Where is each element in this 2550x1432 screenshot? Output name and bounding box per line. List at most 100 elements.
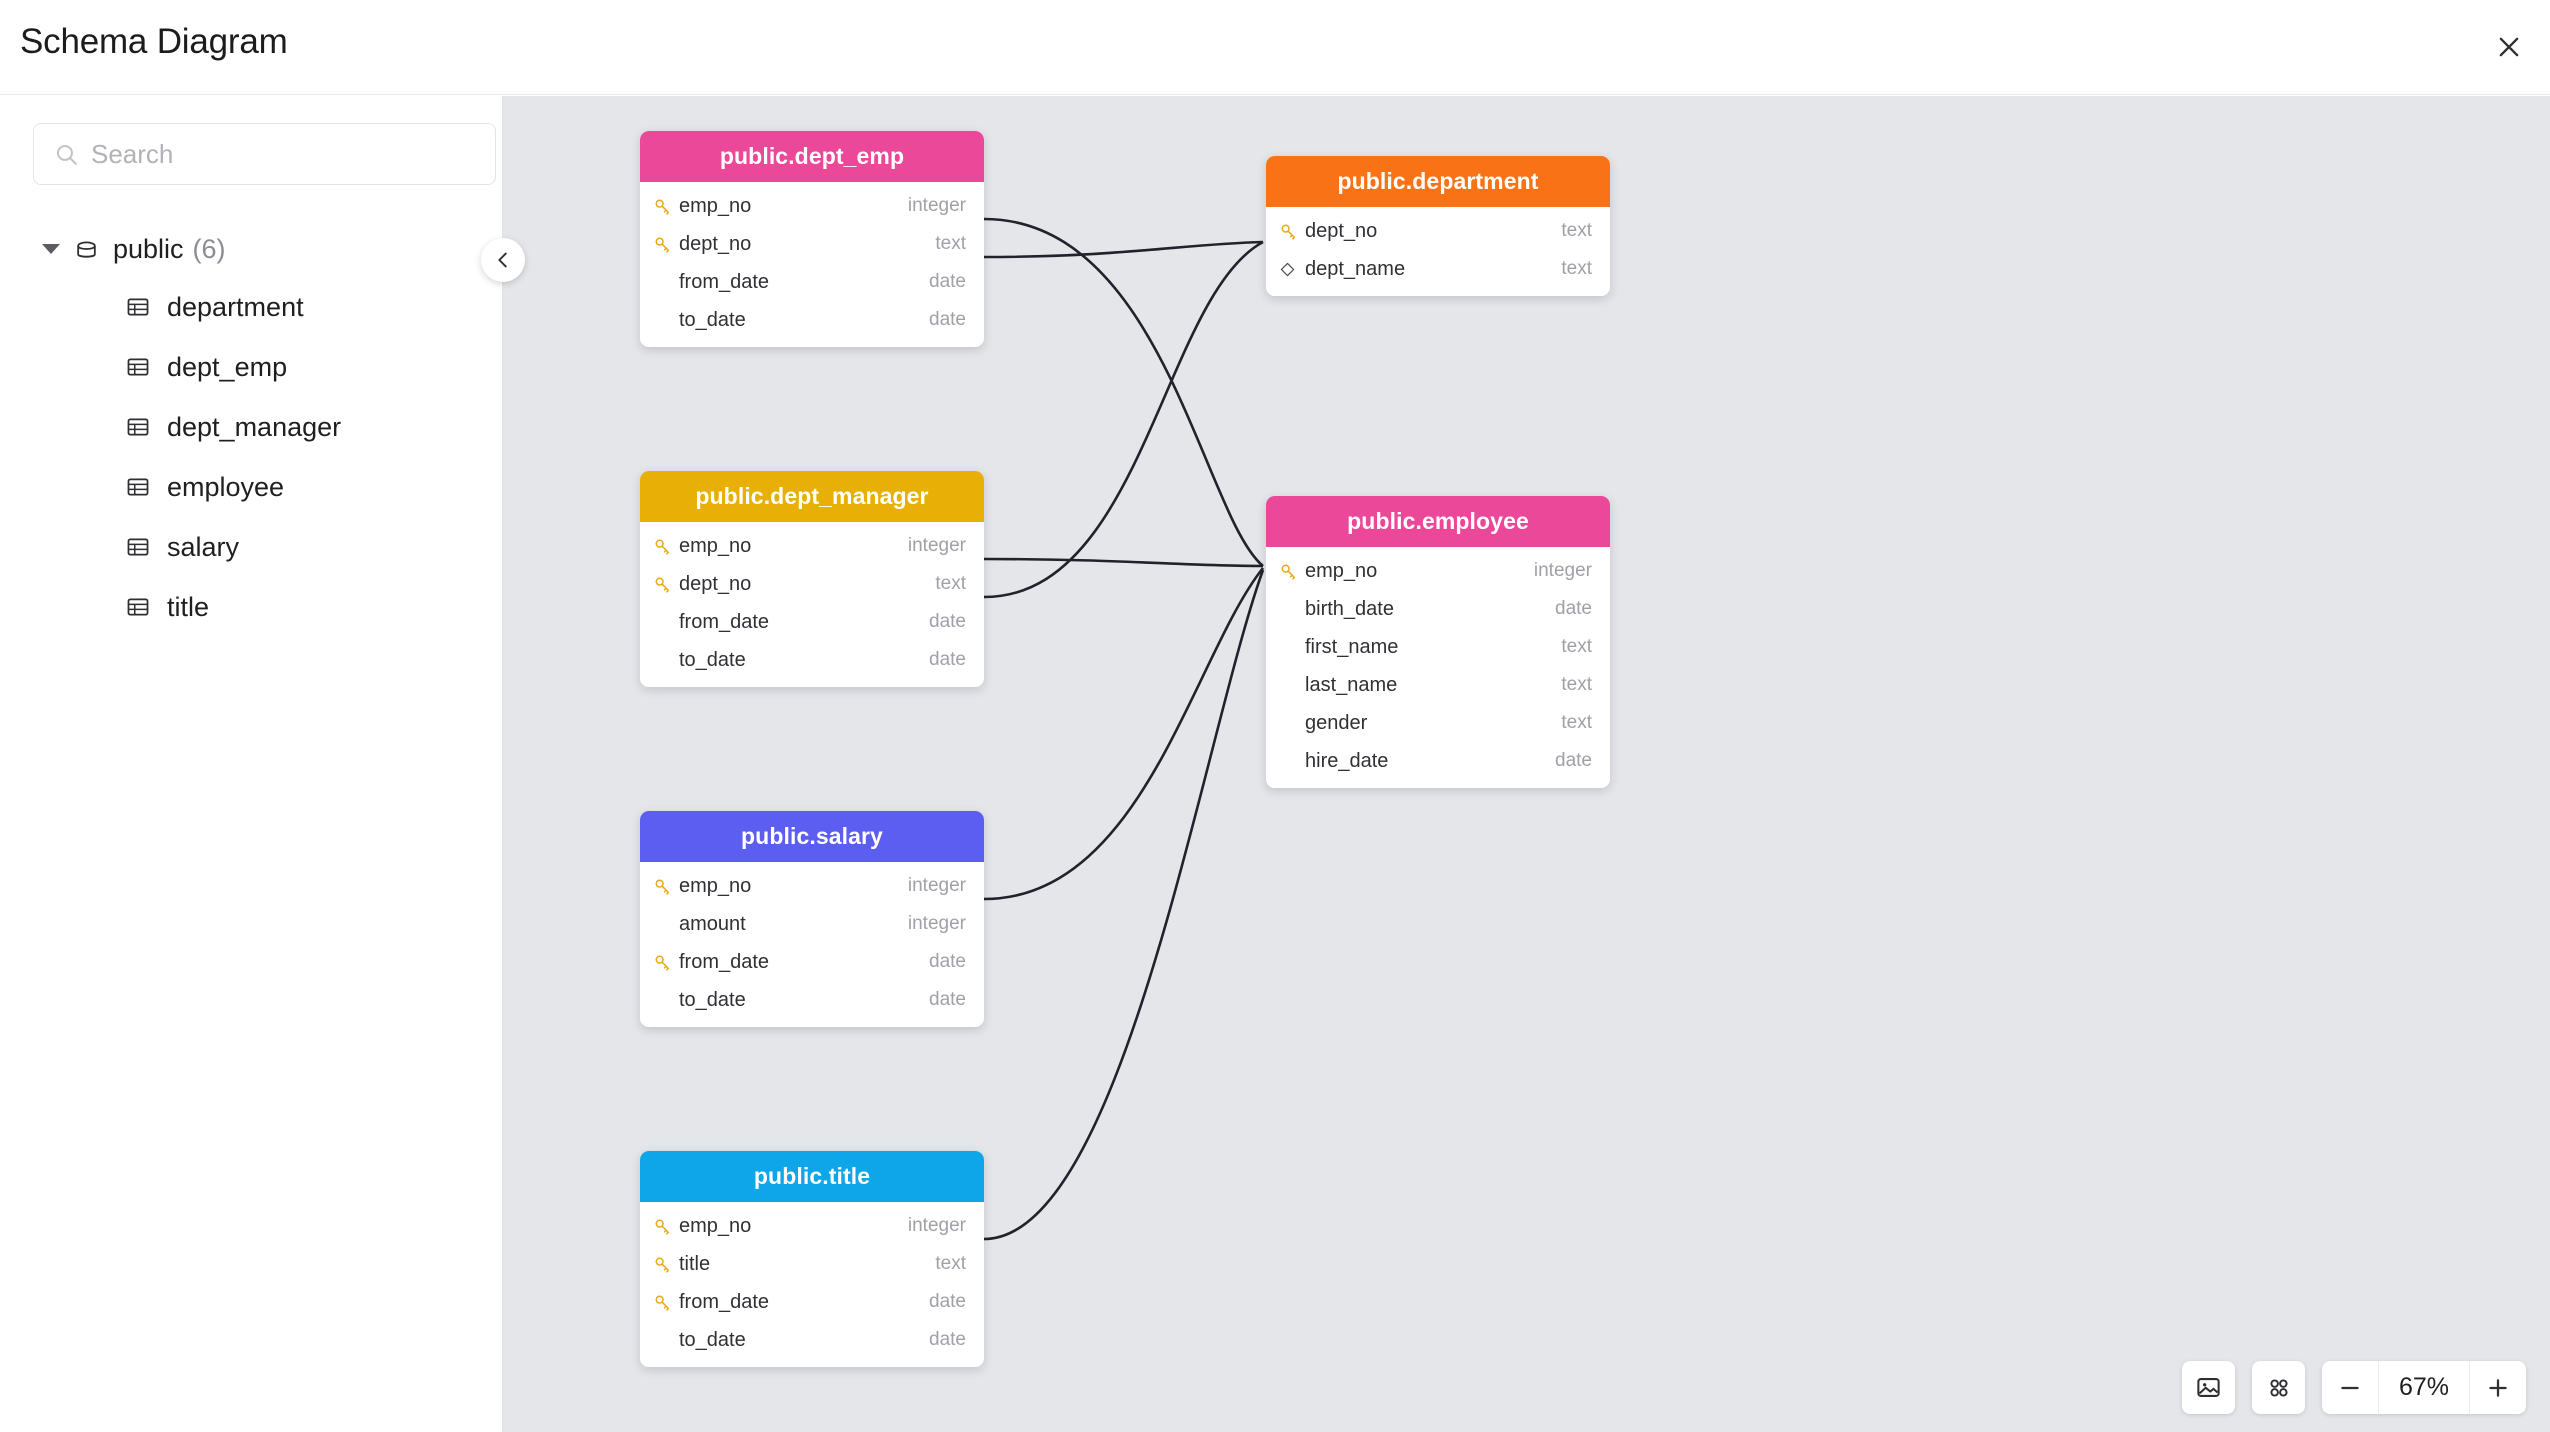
column-type: integer [907, 535, 966, 556]
column-row[interactable]: last_name text [1266, 666, 1610, 704]
column-row[interactable]: title text [640, 1245, 984, 1283]
sidebar-item-employee[interactable]: employee [0, 457, 503, 517]
zoom-out-button[interactable] [2322, 1361, 2378, 1414]
sidebar-collapse-button[interactable] [481, 238, 525, 282]
column-row[interactable]: from_date date [640, 943, 984, 981]
key-icon [653, 1217, 679, 1236]
column-row[interactable]: from_date date [640, 603, 984, 641]
column-row[interactable]: dept_name text [1266, 250, 1610, 288]
column-name: dept_no [679, 232, 752, 255]
search-field[interactable] [33, 123, 496, 185]
column-row[interactable]: dept_no text [1266, 212, 1610, 250]
schema-name: public [113, 233, 184, 264]
table-node-header[interactable]: public.employee [1266, 496, 1610, 547]
sidebar-item-label: dept_manager [167, 411, 342, 442]
column-name: emp_no [679, 534, 752, 557]
table-node-columns: emp_no integer birth_date date first_nam… [1266, 547, 1610, 788]
chevron-down-icon[interactable] [42, 244, 60, 254]
sidebar-item-dept_emp[interactable]: dept_emp [0, 337, 503, 397]
zoom-controls: 67% [2322, 1361, 2526, 1414]
column-row[interactable]: to_date date [640, 1321, 984, 1359]
edge-dept_emp-employee [983, 217, 1264, 567]
zoom-level-label[interactable]: 67% [2378, 1361, 2470, 1414]
search-input[interactable] [91, 138, 495, 170]
table-node-columns: emp_no integer amount integer from_date … [640, 862, 984, 1027]
column-row[interactable]: emp_no integer [640, 1207, 984, 1245]
sidebar-item-salary[interactable]: salary [0, 517, 503, 577]
sidebar-item-dept_manager[interactable]: dept_manager [0, 397, 503, 457]
close-button[interactable] [2486, 24, 2532, 70]
table-node-header[interactable]: public.department [1266, 156, 1610, 207]
table-icon [125, 474, 151, 500]
column-name: from_date [679, 610, 770, 633]
column-row[interactable]: emp_no integer [640, 527, 984, 565]
column-row[interactable]: hire_date date [1266, 742, 1610, 780]
zoom-in-button[interactable] [2470, 1361, 2526, 1414]
column-name: first_name [1305, 635, 1399, 658]
sidebar-item-title[interactable]: title [0, 577, 503, 637]
table-icon [125, 414, 151, 440]
close-icon [2499, 37, 2519, 57]
column-name: from_date [679, 950, 770, 973]
table-node-columns: dept_no text dept_name text [1266, 207, 1610, 296]
table-node-dept_emp[interactable]: public.dept_emp emp_no integer dept_no t… [640, 131, 984, 347]
tree-schema-public[interactable]: public (6) [0, 221, 503, 277]
column-type: date [929, 649, 966, 670]
grid-icon [2269, 1378, 2288, 1397]
key-icon [653, 1293, 679, 1312]
table-node-department[interactable]: public.department dept_no text dept_name… [1266, 156, 1610, 296]
window-header: Schema Diagram [0, 0, 2550, 95]
table-node-header[interactable]: public.salary [640, 811, 984, 862]
edge-dept_manager-department [983, 240, 1264, 599]
column-row[interactable]: emp_no integer [640, 187, 984, 225]
table-node-header[interactable]: public.title [640, 1151, 984, 1202]
column-row[interactable]: to_date date [640, 981, 984, 1019]
edge-dept_emp-department [983, 240, 1264, 259]
column-type: date [929, 271, 966, 292]
column-name: gender [1305, 711, 1368, 734]
column-name: hire_date [1305, 749, 1389, 772]
auto-layout-button[interactable] [2252, 1361, 2305, 1414]
table-icon [125, 594, 151, 620]
column-row[interactable]: dept_no text [640, 565, 984, 603]
column-type: integer [1533, 560, 1592, 581]
column-row[interactable]: emp_no integer [1266, 552, 1610, 590]
edge-salary-employee [983, 567, 1265, 901]
table-node-header[interactable]: public.dept_emp [640, 131, 984, 182]
column-row[interactable]: to_date date [640, 301, 984, 339]
column-row[interactable]: first_name text [1266, 628, 1610, 666]
column-name: birth_date [1305, 597, 1394, 620]
chevron-left-icon [498, 252, 507, 268]
table-node-dept_manager[interactable]: public.dept_manager emp_no integer dept_… [640, 471, 984, 687]
column-type: text [935, 573, 966, 594]
column-row[interactable]: dept_no text [640, 225, 984, 263]
table-node-salary[interactable]: public.salary emp_no integer amount inte… [640, 811, 984, 1027]
search-icon [54, 142, 79, 167]
column-type: date [929, 989, 966, 1010]
column-row[interactable]: birth_date date [1266, 590, 1610, 628]
key-icon [653, 235, 679, 254]
column-row[interactable]: from_date date [640, 263, 984, 301]
column-row[interactable]: gender text [1266, 704, 1610, 742]
column-name: from_date [679, 270, 770, 293]
column-name: emp_no [1305, 559, 1378, 582]
table-node-header[interactable]: public.dept_manager [640, 471, 984, 522]
sidebar-item-department[interactable]: department [0, 277, 503, 337]
diagram-canvas[interactable]: public.dept_emp emp_no integer dept_no t… [503, 96, 2550, 1432]
column-type: text [1561, 712, 1592, 733]
column-type: date [1555, 750, 1592, 771]
table-node-employee[interactable]: public.employee emp_no integer birth_dat… [1266, 496, 1610, 788]
column-row[interactable]: amount integer [640, 905, 984, 943]
table-node-columns: emp_no integer dept_no text from_date da… [640, 522, 984, 687]
canvas-toolbar: 67% [2182, 1361, 2526, 1414]
sidebar-item-label: title [167, 591, 210, 622]
export-image-button[interactable] [2182, 1361, 2235, 1414]
column-row[interactable]: to_date date [640, 641, 984, 679]
column-name: dept_name [1305, 257, 1406, 280]
minus-icon [2341, 1386, 2359, 1389]
schema-table-count: (6) [192, 233, 226, 264]
table-node-title[interactable]: public.title emp_no integer title text f… [640, 1151, 984, 1367]
column-row[interactable]: from_date date [640, 1283, 984, 1321]
column-row[interactable]: emp_no integer [640, 867, 984, 905]
column-type: integer [907, 1215, 966, 1236]
